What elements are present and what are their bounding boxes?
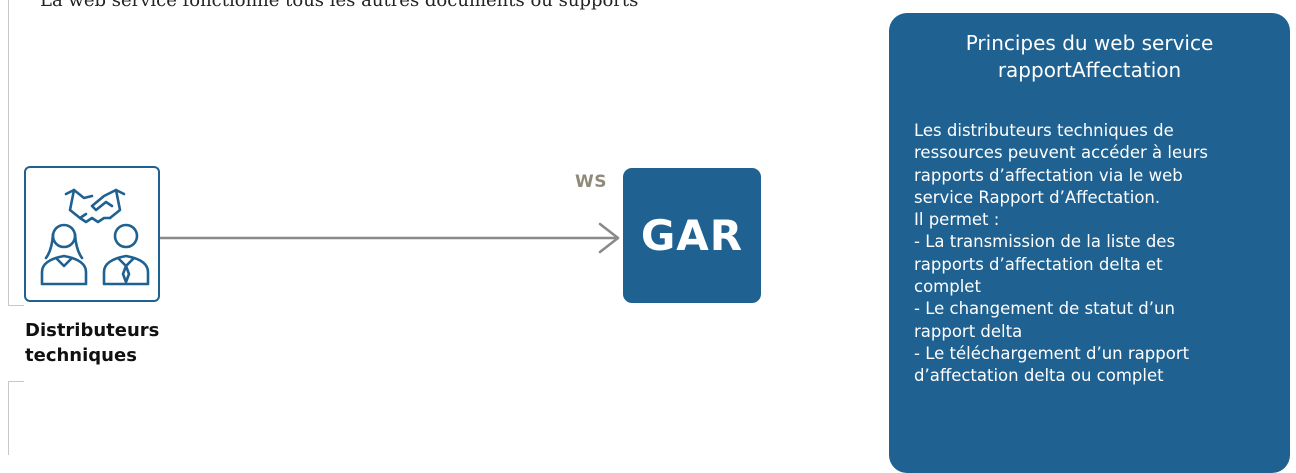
partial-top-text: La web service fonctionne tous les autre… (40, 0, 639, 11)
left-guide-tick-bottom (8, 381, 24, 382)
distributors-label: Distributeurs techniques (25, 320, 160, 366)
distributors-node (24, 166, 160, 302)
handshake-users-icon (40, 188, 150, 286)
gar-label: GAR (640, 211, 744, 260)
left-guide-line-top (8, 0, 9, 305)
gar-node: GAR (623, 168, 761, 303)
info-panel: Principes du web service rapportAffectat… (889, 13, 1290, 473)
ws-label: WS (575, 172, 607, 192)
left-guide-tick-top (8, 305, 24, 306)
connector-arrow (160, 222, 620, 254)
left-guide-line-bottom (8, 381, 9, 455)
info-panel-title: Principes du web service rapportAffectat… (965, 31, 1214, 82)
info-panel-body: Les distributeurs techniques de ressourc… (914, 121, 1208, 386)
